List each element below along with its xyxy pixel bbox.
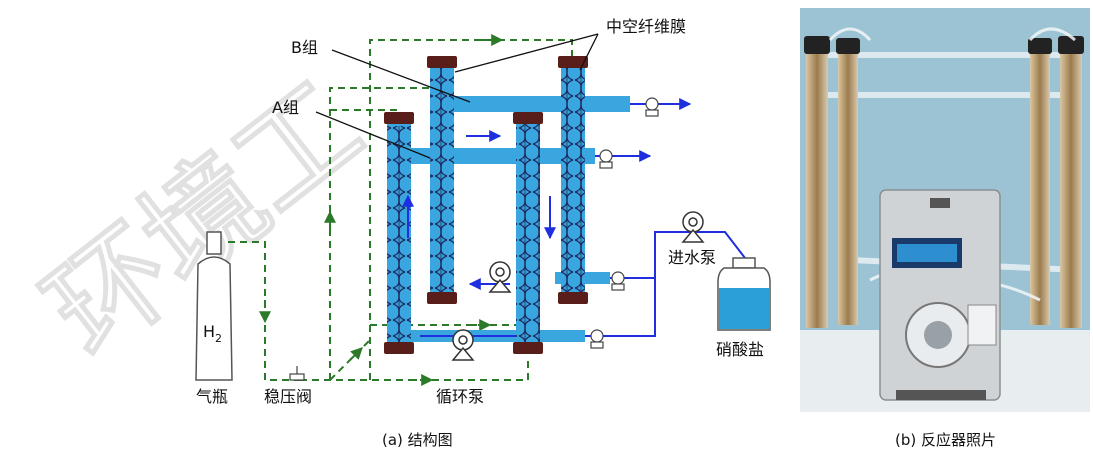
valves <box>289 97 659 381</box>
label-pressure-valve: 稳压阀 <box>264 387 312 406</box>
label-hollow-fiber: 中空纤维膜 <box>606 17 686 36</box>
valve-b-outlet <box>645 97 659 117</box>
gas-cylinder-icon <box>195 231 233 381</box>
pressure-valve-icon <box>289 366 305 381</box>
membrane-module-1 <box>384 112 414 354</box>
recirc-pump-icon-upper <box>488 261 512 293</box>
valve-bottom <box>590 329 604 349</box>
gas-line-arrow-6 <box>349 347 363 361</box>
valve-feed <box>611 271 625 291</box>
photo-pump-device <box>879 189 1001 401</box>
label-gas-cylinder: 气瓶 <box>196 387 228 406</box>
pump-icons <box>451 211 705 361</box>
membrane-module-4 <box>558 56 588 304</box>
nitrate-bottle-icon <box>717 257 771 331</box>
label-circulation-pump: 循环泵 <box>436 387 484 406</box>
caption-a: (a) 结构图 <box>382 431 453 449</box>
reactor-photo <box>800 8 1090 412</box>
valve-a-outlet <box>599 149 613 169</box>
label-h2: H2 <box>203 322 222 345</box>
label-group-b: B组 <box>291 38 318 57</box>
caption-b: (b) 反应器照片 <box>895 431 996 449</box>
membrane-module-3 <box>513 112 543 354</box>
label-group-a: A组 <box>272 98 299 117</box>
gas-line-cylinder <box>228 241 300 381</box>
membrane-module-2 <box>427 56 457 304</box>
photo-columns <box>804 36 1084 328</box>
leader-lines <box>315 33 599 159</box>
manifold-b <box>440 96 630 112</box>
gas-line-main <box>300 360 529 381</box>
label-nitrate: 硝酸盐 <box>716 340 764 359</box>
water-feed <box>610 231 746 279</box>
gas-line-riser-1 <box>329 60 441 380</box>
label-feed-pump: 进水泵 <box>668 248 716 267</box>
gas-line-riser-2 <box>369 39 573 380</box>
circulation-pump-icon <box>451 329 475 361</box>
water-feed-low <box>585 278 656 337</box>
schematic-panel: 中空纤维膜 B组 A组 进水泵 硝酸盐 循环泵 稳压阀 气瓶 H2 <box>195 17 771 406</box>
feed-pump-icon <box>681 211 705 243</box>
